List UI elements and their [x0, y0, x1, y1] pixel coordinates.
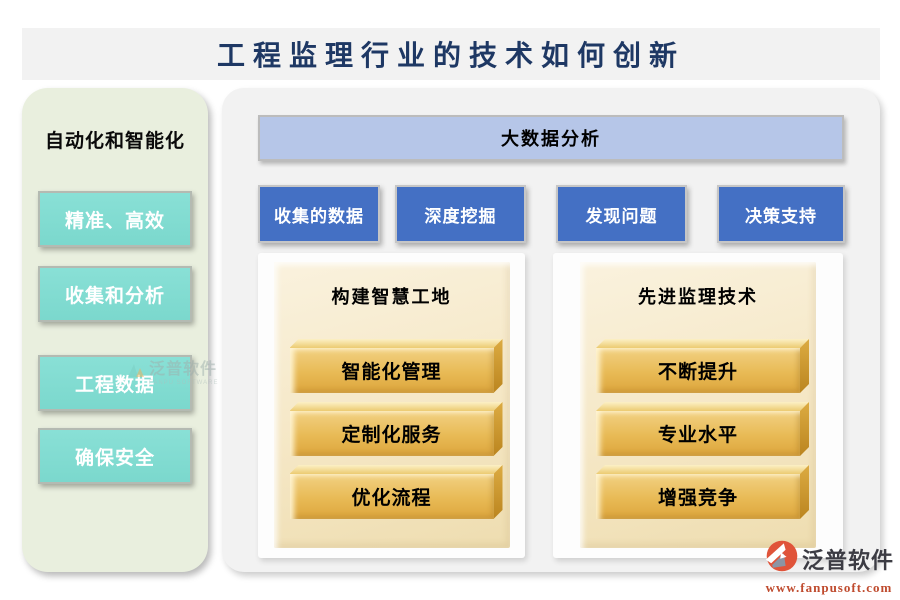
gold-button-enhance-competition[interactable]: 增强竞争 [596, 474, 800, 519]
sidebar-item-ensure-safety[interactable]: 确保安全 [38, 428, 192, 484]
sidebar-panel: 自动化和智能化 精准、高效 收集和分析 工程数据 确保安全 [22, 88, 208, 572]
smart-site-panel: 构建智慧工地 智能化管理 定制化服务 优化流程 [258, 253, 525, 558]
advanced-supervision-header: 先进监理技术 [638, 287, 758, 307]
process-button-decision-support[interactable]: 决策支持 [717, 185, 845, 243]
sidebar-item-precise-efficient[interactable]: 精准、高效 [38, 191, 192, 247]
fanpu-logo-icon [764, 538, 800, 579]
process-button-deep-mining[interactable]: 深度挖掘 [395, 185, 526, 243]
smart-site-header: 构建智慧工地 [331, 287, 452, 307]
page-title: 工程监理行业的技术如何创新 [216, 40, 685, 71]
gold-button-continuous-improvement[interactable]: 不断提升 [596, 348, 800, 393]
process-button-collected-data[interactable]: 收集的数据 [258, 185, 380, 243]
advanced-supervision-panel: 先进监理技术 不断提升 专业水平 增强竞争 [553, 253, 843, 558]
gold-button-customized-service[interactable]: 定制化服务 [289, 411, 494, 456]
process-button-find-problems[interactable]: 发现问题 [556, 185, 687, 243]
advanced-supervision-card: 先进监理技术 不断提升 专业水平 增强竞争 [580, 262, 816, 548]
banner-big-data-analysis[interactable]: 大数据分析 [258, 115, 844, 161]
smart-site-card: 构建智慧工地 智能化管理 定制化服务 优化流程 [273, 262, 510, 548]
gold-button-optimize-process[interactable]: 优化流程 [289, 474, 494, 519]
brand-logo: 泛普软件 www.fanpusoft.com [764, 538, 894, 596]
process-button-row: 收集的数据 深度挖掘 发现问题 决策支持 [258, 185, 846, 243]
title-bar: 工程监理行业的技术如何创新 [22, 28, 880, 80]
gold-button-intelligent-management[interactable]: 智能化管理 [289, 348, 494, 393]
content-columns: 构建智慧工地 智能化管理 定制化服务 优化流程 先进监理技术 不断提升 专业水平… [258, 253, 843, 558]
brand-url[interactable]: www.fanpusoft.com [765, 580, 893, 595]
sidebar-header: 自动化和智能化 [44, 131, 185, 152]
gold-button-professional-level[interactable]: 专业水平 [596, 411, 800, 456]
sidebar-item-project-data[interactable]: 工程数据 [38, 355, 192, 411]
sidebar-item-collect-analyze[interactable]: 收集和分析 [38, 266, 192, 322]
main-panel: 大数据分析 收集的数据 深度挖掘 发现问题 决策支持 构建智慧工地 智能化管理 … [222, 88, 880, 572]
brand-name: 泛普软件 [801, 547, 894, 573]
